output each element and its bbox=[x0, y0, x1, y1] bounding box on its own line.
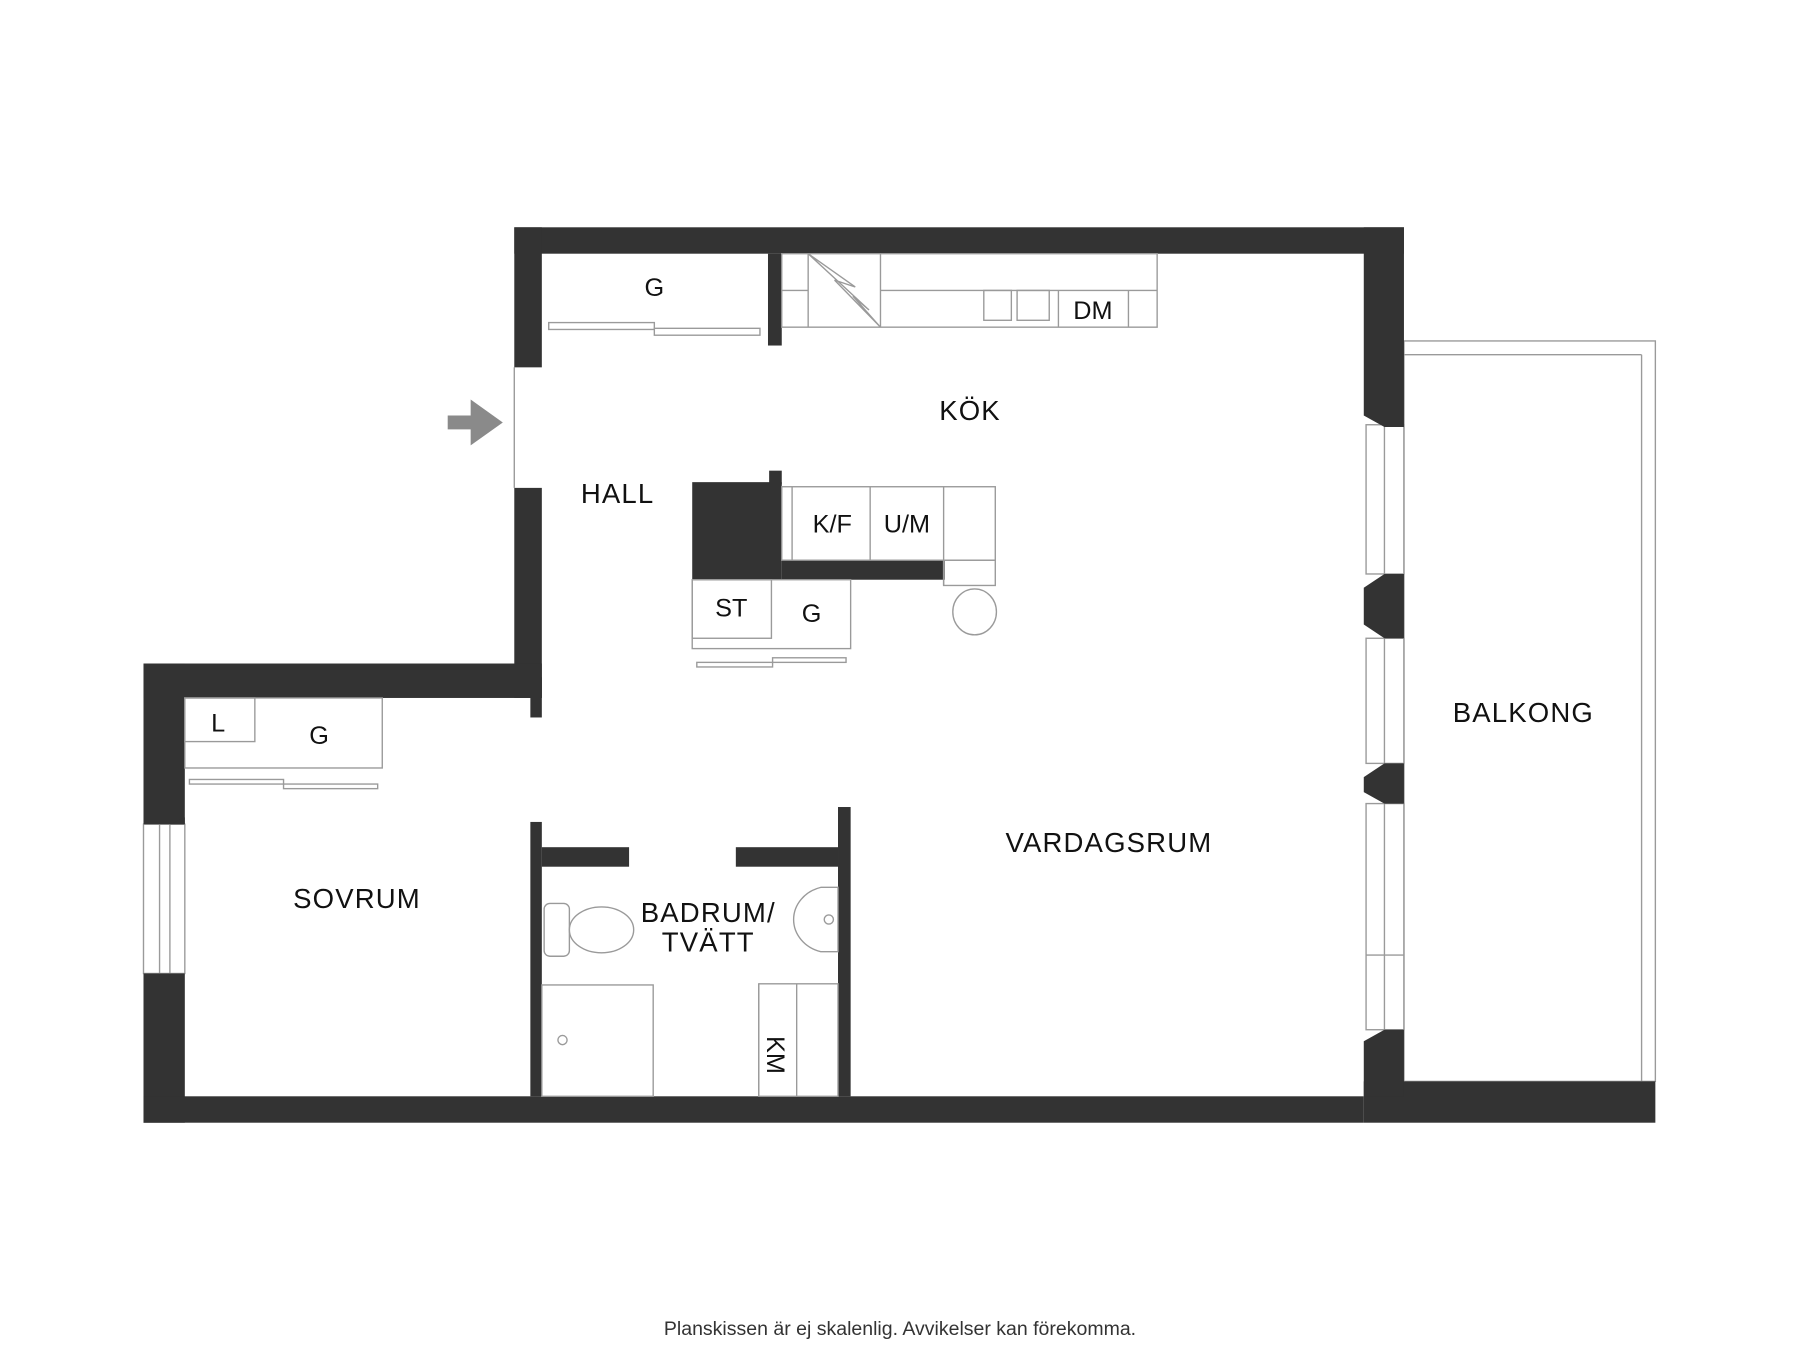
kitchen-counter: DM bbox=[781, 253, 1158, 328]
stove-icon bbox=[807, 253, 881, 328]
washing-machine-label: KM bbox=[761, 1036, 789, 1074]
toilet-icon bbox=[543, 902, 635, 957]
dishwasher-label: DM bbox=[1073, 297, 1112, 325]
arrow-right-icon bbox=[447, 399, 503, 446]
room-label-hall: HALL bbox=[581, 478, 654, 509]
room-label-balcony: BALKONG bbox=[1453, 697, 1594, 728]
shower-area bbox=[541, 984, 654, 1097]
bedroom-wardrobe: L G bbox=[184, 697, 383, 790]
stool-icon bbox=[952, 588, 998, 636]
washbasin-icon bbox=[792, 886, 839, 953]
fridge-freezer-label: K/F bbox=[813, 511, 852, 539]
kitchen-island: K/F U/M ST G bbox=[691, 486, 998, 668]
room-label-bathroom-line2: TVÄTT bbox=[662, 927, 755, 958]
bedroom-wardrobe-label: G bbox=[309, 722, 329, 750]
room-label-living-room: VARDAGSRUM bbox=[1005, 827, 1212, 858]
hall-wardrobe-label: G bbox=[645, 274, 665, 302]
hall-wardrobe: G bbox=[548, 274, 761, 336]
shower-icon bbox=[557, 1034, 568, 1046]
bathroom-fixtures: KM bbox=[541, 886, 839, 1097]
room-label-kitchen: KÖK bbox=[939, 395, 1001, 426]
room-label-bathroom-line1: BADRUM/ bbox=[641, 897, 776, 928]
room-label-bedroom: SOVRUM bbox=[293, 883, 421, 914]
island-wardrobe-label: G bbox=[802, 600, 822, 628]
linen-label: L bbox=[211, 709, 225, 737]
walls bbox=[143, 227, 1656, 1123]
storage-label: ST bbox=[715, 594, 747, 622]
oven-microwave-label: U/M bbox=[884, 511, 930, 539]
sink-icon bbox=[983, 289, 1013, 321]
disclaimer-note: Planskissen är ej skalenlig. Avvikelser … bbox=[664, 1318, 1136, 1340]
